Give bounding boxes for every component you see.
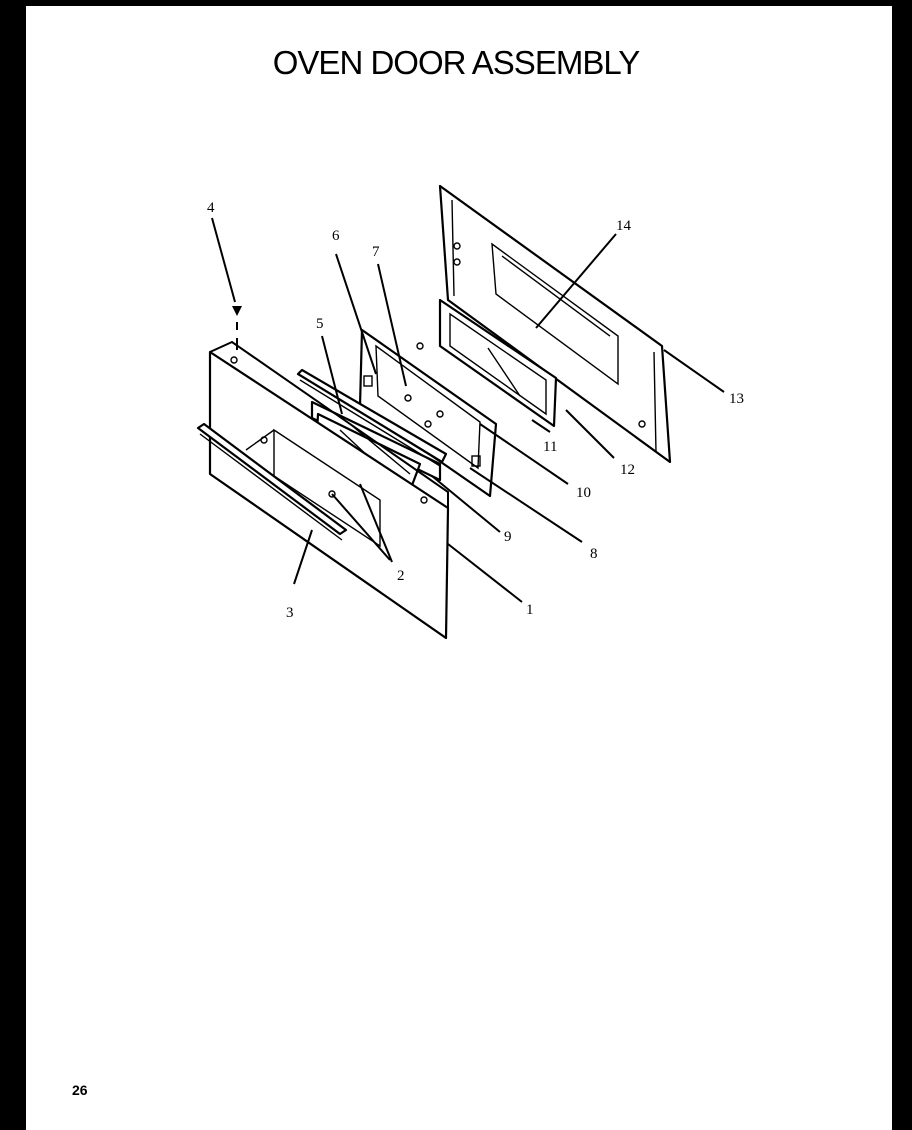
callout-8: 8	[590, 546, 598, 562]
callout-2: 2	[397, 568, 405, 584]
callout-6: 6	[332, 228, 340, 244]
leader-lines	[211, 217, 725, 603]
part-3-handle	[196, 422, 348, 541]
scan-mark	[0, 780, 8, 783]
callout-9: 9	[504, 529, 512, 545]
callout-1: 1	[526, 602, 534, 618]
page-title: OVEN DOOR ASSEMBLY	[272, 44, 641, 81]
callout-5: 5	[316, 316, 324, 332]
callout-11: 11	[543, 439, 557, 455]
page-number: 26	[72, 1082, 88, 1098]
callout-10: 10	[576, 485, 591, 501]
callout-13: 13	[729, 391, 744, 407]
part-13-door-liner	[438, 184, 672, 464]
callout-3: 3	[286, 605, 294, 621]
part-5-top-trim	[296, 368, 448, 467]
part-10-inner-panel	[358, 328, 498, 498]
part-4-screw	[232, 306, 242, 350]
callout-14: 14	[616, 218, 632, 234]
callout-4: 4	[207, 200, 215, 216]
parts-sheet	[26, 6, 892, 1130]
callout-12: 12	[620, 462, 635, 478]
callout-7: 7	[372, 244, 380, 260]
scan-mark	[0, 380, 8, 383]
part-12-window-frame	[438, 298, 558, 428]
